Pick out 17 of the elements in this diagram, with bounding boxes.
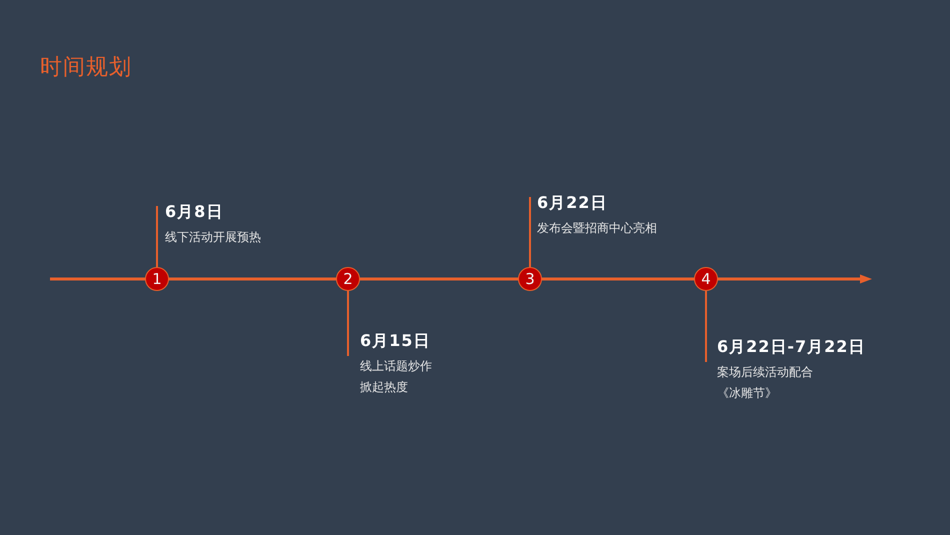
milestone-description: 线上话题炒作掀起热度 [360, 358, 433, 396]
milestone-marker: 4 [694, 267, 718, 291]
milestone-marker: 2 [336, 267, 360, 291]
connector-line [156, 206, 158, 267]
milestone-description: 发布会暨招商中心亮相 [537, 220, 658, 237]
title: 时间规划 [40, 54, 132, 82]
date-label: 6月8日 [165, 201, 224, 223]
connector-line [347, 291, 349, 356]
milestone-marker: 3 [518, 267, 542, 291]
connector-line [705, 291, 707, 362]
date-label: 6月15日 [360, 330, 432, 352]
milestone-description: 案场后续活动配合《冰雕节》 [717, 364, 814, 402]
milestone-description: 线下活动开展预热 [165, 229, 262, 246]
connector-line [529, 197, 531, 267]
milestone-marker: 1 [145, 267, 169, 291]
date-label: 6月22日-7月22日 [717, 336, 866, 358]
date-label: 6月22日 [537, 192, 608, 214]
